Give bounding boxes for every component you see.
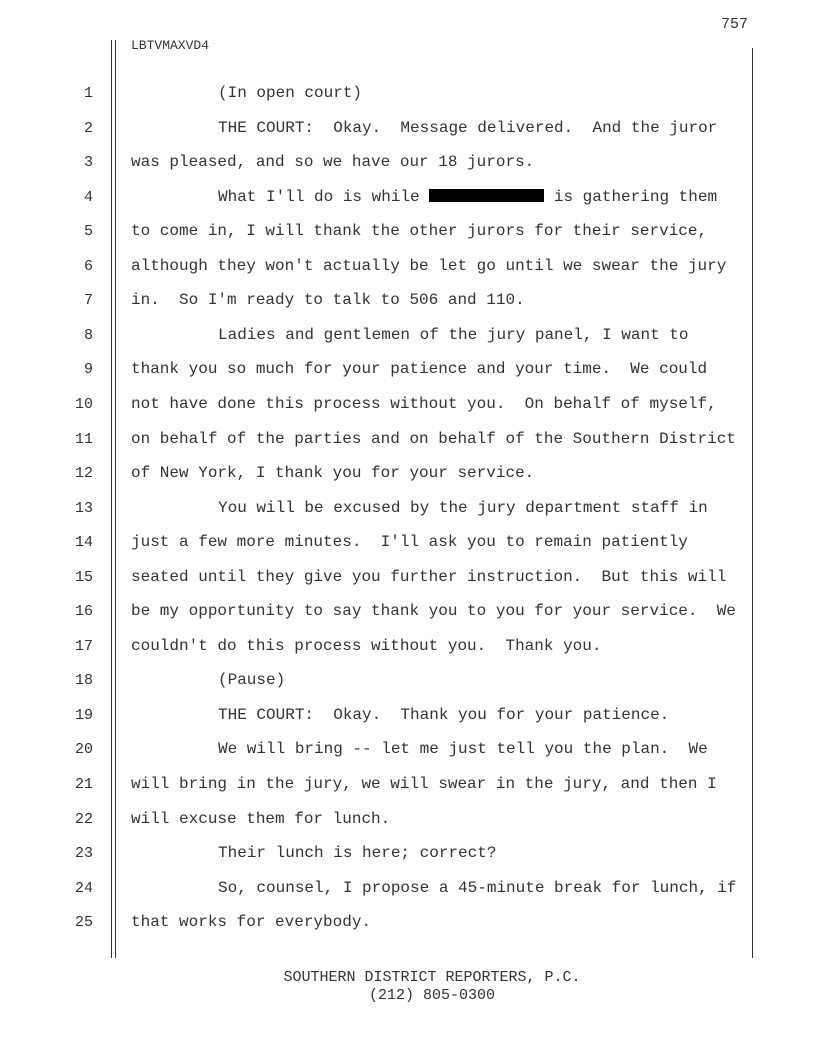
transcript-line: THE COURT: Okay. Message delivered. And … xyxy=(131,119,717,137)
transcript-line: couldn't do this process without you. Th… xyxy=(131,637,601,655)
case-code: LBTVMAXVD4 xyxy=(131,38,210,53)
left-margin-rule-outer xyxy=(111,40,112,958)
line-text: be my opportunity to say thank you to yo… xyxy=(131,602,736,621)
transcript-line: that works for everybody. xyxy=(131,913,371,931)
line-number: 21 xyxy=(74,776,93,793)
line-text: THE COURT: Okay. Message delivered. And … xyxy=(218,118,718,137)
transcript-line: on behalf of the parties and on behalf o… xyxy=(131,430,736,448)
line-number: 17 xyxy=(74,637,93,655)
transcript-line: seated until they give you further instr… xyxy=(131,568,726,586)
line-text: of New York, I thank you for your servic… xyxy=(131,464,535,483)
transcript-line: not have done this process without you. … xyxy=(131,395,717,413)
line-text: was pleased, and so we have our 18 juror… xyxy=(131,153,535,172)
transcript-line: to come in, I will thank the other juror… xyxy=(131,222,707,240)
line-text: although they won't actually be let go u… xyxy=(131,256,727,275)
transcript-line: Their lunch is here; correct? xyxy=(131,844,496,862)
transcript-line: (Pause) xyxy=(131,671,285,689)
transcript-line: thank you so much for your patience and … xyxy=(131,360,707,378)
line-text: Ladies and gentlemen of the jury panel, … xyxy=(218,325,689,344)
transcript-line: although they won't actually be let go u… xyxy=(131,257,726,275)
line-number: 23 xyxy=(74,845,93,863)
line-number: 5 xyxy=(83,223,93,241)
line-number: 1 xyxy=(83,85,93,102)
footer-phone: (212) 805-0300 xyxy=(368,987,496,1004)
line-text: (In open court) xyxy=(218,84,363,102)
transcript-line: was pleased, and so we have our 18 juror… xyxy=(131,153,534,171)
line-text: will excuse them for lunch. xyxy=(131,809,391,828)
line-text: to come in, I will thank the other juror… xyxy=(131,222,708,241)
line-text: that works for everybody. xyxy=(131,913,372,932)
left-margin-rule-inner xyxy=(115,40,116,958)
line-number: 6 xyxy=(83,257,93,275)
line-number: 4 xyxy=(83,188,93,206)
transcript-line: What I'll do is while is gathering them xyxy=(131,188,717,206)
line-number: 18 xyxy=(74,672,93,690)
line-text: What I'll do is while xyxy=(218,187,430,206)
line-number: 2 xyxy=(83,119,93,137)
line-number: 14 xyxy=(74,534,93,552)
line-text: thank you so much for your patience and … xyxy=(131,360,708,379)
transcript-line: You will be excused by the jury departme… xyxy=(131,499,708,517)
line-text: Their lunch is here; correct? xyxy=(218,844,497,863)
transcript-line: THE COURT: Okay. Thank you for your pati… xyxy=(131,706,669,724)
transcript-line: in. So I'm ready to talk to 506 and 110. xyxy=(131,291,525,309)
line-number: 10 xyxy=(74,395,93,413)
transcript-line: Ladies and gentlemen of the jury panel, … xyxy=(131,326,688,344)
line-number: 25 xyxy=(74,914,93,932)
line-number: 11 xyxy=(74,430,93,448)
line-number: 19 xyxy=(74,706,93,724)
line-number: 13 xyxy=(74,499,93,517)
line-number: 8 xyxy=(83,326,93,344)
line-number: 16 xyxy=(74,603,93,621)
line-text: couldn't do this process without you. Th… xyxy=(131,636,602,655)
line-number: 3 xyxy=(83,154,93,172)
line-text: in. So I'm ready to talk to 506 and 110. xyxy=(131,291,525,310)
transcript-line: (In open court) xyxy=(131,84,362,102)
transcript-line: will excuse them for lunch. xyxy=(131,810,390,828)
line-number: 15 xyxy=(74,568,93,586)
line-number: 12 xyxy=(74,465,93,483)
transcript-line: We will bring -- let me just tell you th… xyxy=(131,740,708,758)
line-text: THE COURT: Okay. Thank you for your pati… xyxy=(218,705,670,724)
transcript-line: So, counsel, I propose a 45-minute break… xyxy=(131,879,736,897)
transcript-line: will bring in the jury, we will swear in… xyxy=(131,775,717,793)
line-number: 9 xyxy=(83,361,93,379)
footer-reporter: SOUTHERN DISTRICT REPORTERS, P.C. xyxy=(283,969,581,986)
line-text: seated until they give you further instr… xyxy=(131,567,727,586)
line-text: (Pause) xyxy=(218,671,286,690)
line-text-after-redaction: is gathering them xyxy=(544,187,718,206)
line-number: 20 xyxy=(74,741,93,759)
right-margin-rule xyxy=(752,48,753,958)
line-text: not have done this process without you. … xyxy=(131,394,717,413)
transcript-line: be my opportunity to say thank you to yo… xyxy=(131,602,736,620)
line-text: just a few more minutes. I'll ask you to… xyxy=(131,533,688,552)
line-number: 22 xyxy=(74,810,93,828)
line-text: You will be excused by the jury departme… xyxy=(218,498,708,517)
page-number: 757 xyxy=(720,16,748,33)
transcript-line: of New York, I thank you for your servic… xyxy=(131,464,534,482)
redaction-box xyxy=(429,188,545,202)
line-number: 7 xyxy=(83,292,93,310)
line-text: So, counsel, I propose a 45-minute break… xyxy=(218,878,737,897)
line-text: will bring in the jury, we will swear in… xyxy=(131,775,717,793)
line-text: on behalf of the parties and on behalf o… xyxy=(131,429,736,448)
line-text: We will bring -- let me just tell you th… xyxy=(218,740,708,759)
line-number: 24 xyxy=(74,879,93,897)
transcript-line: just a few more minutes. I'll ask you to… xyxy=(131,533,688,551)
